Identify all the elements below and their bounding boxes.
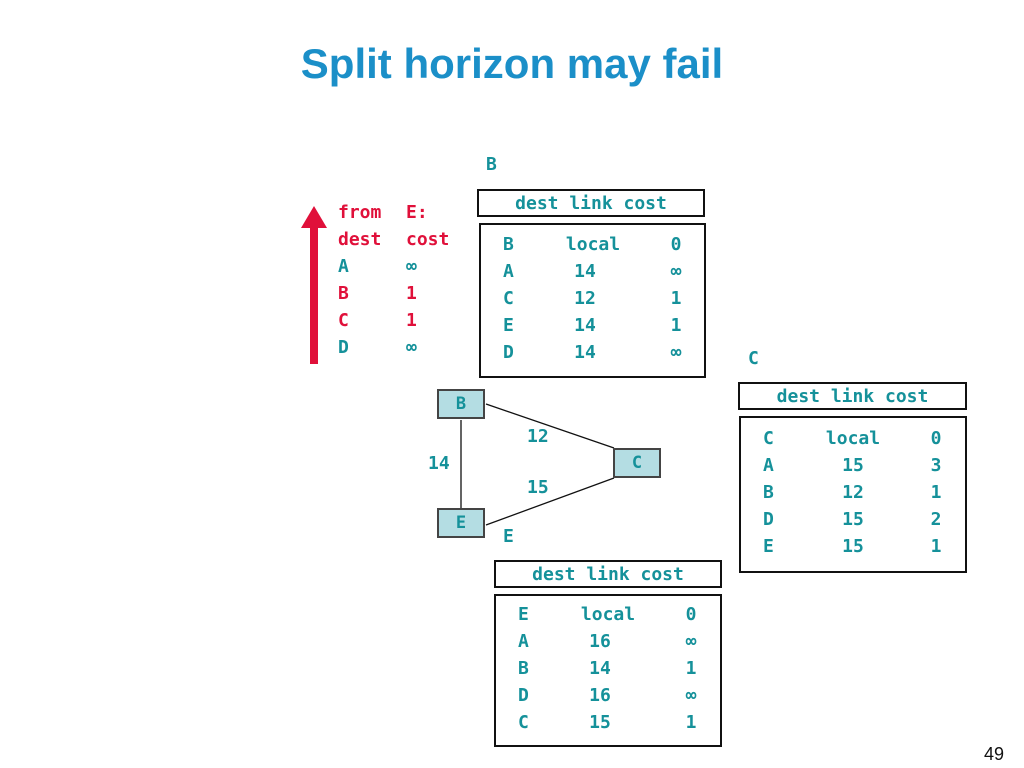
table-c-label: C bbox=[748, 348, 759, 369]
table-c-header: dest link cost bbox=[738, 382, 967, 410]
table-row: E local 0 bbox=[518, 604, 697, 625]
table-row: A 15 3 bbox=[763, 455, 942, 476]
link-b-c bbox=[485, 403, 615, 449]
routing-table-e: E local 0 A 16 ∞ B 14 1 D 16 ∞ C 15 1 bbox=[494, 594, 722, 747]
table-row: E 15 1 bbox=[763, 536, 942, 557]
page-title: Split horizon may fail bbox=[300, 40, 724, 87]
routing-table-c: C local 0 A 15 3 B 12 1 D 15 2 E 15 1 bbox=[739, 416, 967, 573]
page-number: 49 bbox=[983, 744, 1004, 764]
node-b: B bbox=[437, 389, 485, 419]
table-row: E 14 1 bbox=[503, 315, 682, 336]
table-row: C 12 1 bbox=[503, 288, 682, 309]
table-row: C local 0 bbox=[763, 428, 942, 449]
routing-table-b: B local 0 A 14 ∞ C 12 1 E 14 1 D 14 ∞ bbox=[479, 223, 706, 378]
table-row: D 16 ∞ bbox=[518, 685, 697, 706]
up-arrow-icon bbox=[301, 206, 327, 364]
table-row: B 12 1 bbox=[763, 482, 942, 503]
table-row: A 16 ∞ bbox=[518, 631, 697, 652]
table-row: A 14 ∞ bbox=[503, 261, 682, 282]
link-cost-bc: 12 bbox=[527, 426, 549, 447]
table-row: B 14 1 bbox=[518, 658, 697, 679]
table-row: D 15 2 bbox=[763, 509, 942, 530]
table-e-label: E bbox=[503, 526, 514, 547]
table-b-header: dest link cost bbox=[477, 189, 705, 217]
table-row: C 15 1 bbox=[518, 712, 697, 733]
table-row: B local 0 bbox=[503, 234, 682, 255]
table-row: D 14 ∞ bbox=[503, 342, 682, 363]
link-cost-be: 14 bbox=[428, 453, 450, 474]
node-c: C bbox=[613, 448, 661, 478]
table-e-header: dest link cost bbox=[494, 560, 722, 588]
link-cost-ec: 15 bbox=[527, 477, 549, 498]
link-e-c bbox=[485, 477, 615, 526]
node-e: E bbox=[437, 508, 485, 538]
table-b-label: B bbox=[486, 154, 497, 175]
